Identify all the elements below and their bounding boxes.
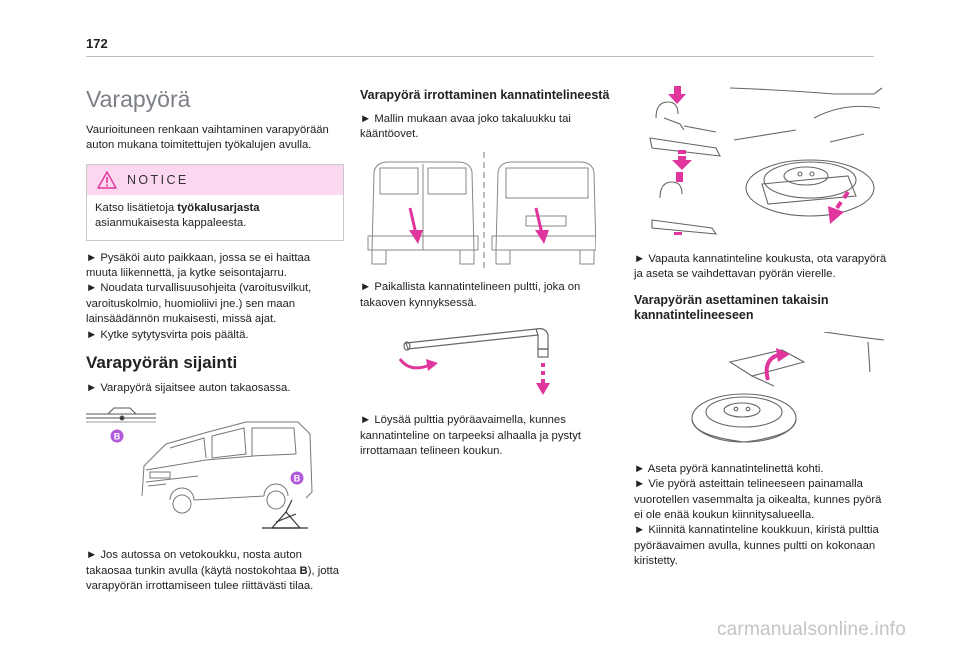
step-safety: ► Noudata turvallisuusohjeita (varoitusv… (86, 282, 312, 326)
wheel-brace-illustration (398, 328, 550, 396)
page-number: 172 (86, 36, 108, 51)
van-jack-illustration: B B (86, 407, 313, 530)
step-park: ► Pysäköi auto paikkaan, jossa se ei hai… (86, 251, 311, 280)
release-step: ► Vapauta kannatinteline koukusta, ota v… (634, 253, 887, 281)
removal-heading: Varapyörä irrottaminen kannatintelineest… (360, 88, 610, 102)
location-heading: Varapyörän sijainti (86, 353, 238, 373)
step-ignition: ► Kytke sytytysvirta pois päältä. (86, 328, 249, 341)
intro-text: Vaurioituneen renkaan vaihtaminen varapy… (86, 124, 329, 152)
carrier-release-illustration (649, 86, 883, 235)
warning-icon (97, 171, 117, 189)
jack-text: ► Jos autossa on vetokoukku, nosta auton… (86, 549, 340, 593)
column-1: Varapyörä Vaurioituneen renkaan vaihtami… (86, 78, 344, 595)
jack-point-label: B (299, 564, 308, 577)
notice-header: NOTICE (87, 164, 343, 195)
notice-box: NOTICE Katso lisätietoja työkalusarjasta… (86, 163, 344, 241)
notice-title: NOTICE (127, 172, 189, 187)
removal-step-locate: ► Paikallista kannatintelineen pultti, j… (360, 281, 581, 309)
refit-step-align: ► Aseta pyörä kannatintelinettä kohti. (634, 462, 824, 475)
location-text: ► Varapyörä sijaitsee auton takaosassa. (86, 382, 291, 395)
removal-step-open: ► Mallin mukaan avaa joko takaluukku tai… (360, 112, 571, 140)
refit-step-tighten: ► Kiinnitä kannatinteline koukkuun, kiri… (634, 524, 879, 568)
watermark: carmanualsonline.info (716, 619, 906, 640)
notice-link-text: työkalusarjasta (177, 201, 260, 214)
refit-heading: Varapyörän asettaminen takaisin kannatin… (634, 292, 829, 323)
marker-b-van: B (294, 474, 301, 484)
column-3: ► Vapauta kannatinteline koukusta, ota v… (634, 78, 892, 570)
notice-text: Katso lisätietoja työkalusarjasta asianm… (95, 201, 260, 230)
wheel-refit-illustration (691, 331, 885, 443)
notice-body: Katso lisätietoja työkalusarjasta asianm… (87, 195, 343, 240)
removal-step-loosen: ► Löysää pulttia pyöräavaimella, kunnes … (360, 414, 582, 457)
marker-b-inset: B (114, 432, 121, 442)
top-rule (86, 56, 874, 57)
rear-doors-illustration (367, 152, 596, 271)
page-title: Varapyörä (86, 86, 191, 112)
column-2: Varapyörä irrottaminen kannatintelineest… (360, 88, 618, 459)
refit-step-push: ► Vie pyörä asteittain telineeseen paina… (634, 478, 882, 522)
